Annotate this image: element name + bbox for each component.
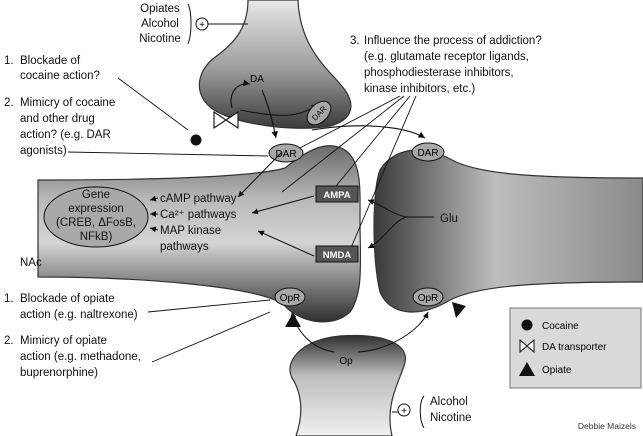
ann3-line1: Blockade of opiate	[20, 293, 115, 305]
opr-label-1: OpR	[280, 293, 301, 304]
ann1-line2: cocaine action?	[20, 70, 100, 82]
ann2-number: 2.	[4, 97, 14, 109]
op-label: Op	[339, 356, 353, 367]
glu-label: Glu	[440, 213, 458, 225]
opiate-icon	[519, 362, 535, 376]
opioid-release: Op	[290, 311, 429, 367]
artist-credit: Debbie Maizels	[578, 421, 636, 431]
ann1-line1: Blockade of	[20, 55, 81, 67]
da-label: DA	[250, 74, 264, 85]
ann2-line3: action? (e.g. DAR	[20, 129, 111, 141]
ann5-number: 3.	[350, 35, 360, 47]
legend-opiate: Opiate	[542, 365, 572, 376]
ann4-number: 2.	[4, 335, 14, 347]
bottom-plus-sign: +	[401, 406, 407, 417]
annotation-mimicry-opiate: 2. Mimicry of opiate action (e.g. methad…	[4, 311, 271, 379]
annotation-influence-addiction: 3. Influence the process of addiction? (…	[281, 35, 542, 251]
cocaine-icon	[521, 319, 533, 331]
ann3-number: 1.	[4, 293, 14, 305]
gene-line2: expression	[68, 203, 124, 215]
pathway-camp: cAMP pathway	[160, 193, 237, 205]
cocaine-icon	[190, 134, 202, 146]
opr-receptor-nac: OpR	[274, 287, 306, 307]
bottom-modulators: + Alcohol Nicotine	[392, 395, 472, 429]
da-transporter-icon	[519, 338, 535, 354]
ann3-line2: action (e.g. naltrexone)	[20, 309, 138, 321]
bottom-mod-2: Nicotine	[430, 412, 472, 424]
ann5-line2: (e.g. glutamate receptor ligands,	[364, 51, 529, 63]
top-modulators: Opiates Alcohol Nicotine +	[139, 3, 248, 45]
glutamate-release: Glu	[367, 199, 458, 249]
top-mod-1: Opiates	[140, 3, 180, 15]
ann1-number: 1.	[4, 55, 14, 67]
ann5-line4: kinase inhibitors, etc.)	[364, 83, 475, 95]
ann4-line3: buprenorphine)	[20, 367, 98, 379]
opr-receptor-glu-terminal: OpR	[412, 287, 444, 307]
annotation-blockade-cocaine: 1. Blockade of cocaine action?	[4, 55, 189, 131]
gene-line1: Gene	[82, 189, 110, 201]
ampa-receptor: AMPA	[315, 185, 359, 203]
dar-receptor-nac: DAR	[268, 143, 304, 163]
annotation-blockade-opiate: 1. Blockade of opiate action (e.g. naltr…	[4, 293, 271, 321]
plus-icon	[397, 403, 411, 417]
dar-label-2: DAR	[275, 149, 296, 160]
glutamate-terminal	[373, 149, 643, 313]
bottom-mod-1: Alcohol	[430, 396, 468, 408]
gene-line4: NFkB)	[80, 231, 113, 243]
legend-cocaine: Cocaine	[542, 321, 579, 332]
ampa-label: AMPA	[323, 190, 350, 201]
pathway-mapk-1: MAP kinase	[160, 225, 221, 237]
top-plus-sign: +	[199, 20, 205, 31]
ann5-line1: Influence the process of addiction?	[364, 35, 542, 47]
ann4-line1: Mimicry of opiate	[20, 335, 107, 347]
ann2-line2: and other drug	[20, 113, 95, 125]
top-mod-3: Nicotine	[139, 33, 181, 45]
ann2-line4: agonists)	[20, 145, 67, 157]
pathway-ca: Ca²⁺ pathways	[160, 209, 237, 221]
dar-receptor-presynaptic: DAR	[306, 100, 332, 126]
annotation-mimicry-cocaine: 2. Mimicry of cocaine and other drug act…	[4, 97, 269, 157]
top-mod-2: Alcohol	[141, 18, 179, 30]
legend-da-transporter: DA transporter	[542, 342, 607, 353]
gene-expression: Gene expression (CREB, ΔFosB, NFkB)	[43, 186, 149, 248]
nac-label: NAc	[20, 257, 42, 269]
signaling-pathways: cAMP pathway Ca²⁺ pathways MAP kinase pa…	[20, 151, 315, 269]
opioid-terminal	[289, 334, 406, 436]
nmda-label: NMDA	[323, 250, 352, 261]
opr-label-2: OpR	[418, 293, 439, 304]
ann2-line1: Mimicry of cocaine	[20, 97, 115, 109]
presynaptic-terminal	[198, 0, 352, 129]
opiate-icon	[285, 313, 301, 327]
gene-line3: (CREB, ΔFosB,	[56, 217, 136, 229]
ann5-line3: phosphodiesterase inhibitors,	[364, 67, 514, 79]
legend: Cocaine DA transporter Opiate	[509, 307, 642, 389]
nmda-receptor: NMDA	[315, 245, 359, 263]
da-transporter-icon	[213, 110, 239, 130]
dar-label-3: DAR	[417, 148, 438, 159]
opiate-icon	[452, 302, 466, 318]
dar-receptor-glu-terminal: DAR	[411, 142, 445, 162]
ann4-line2: action (e.g. methadone,	[20, 351, 141, 363]
pathway-mapk-2: pathways	[160, 241, 209, 253]
